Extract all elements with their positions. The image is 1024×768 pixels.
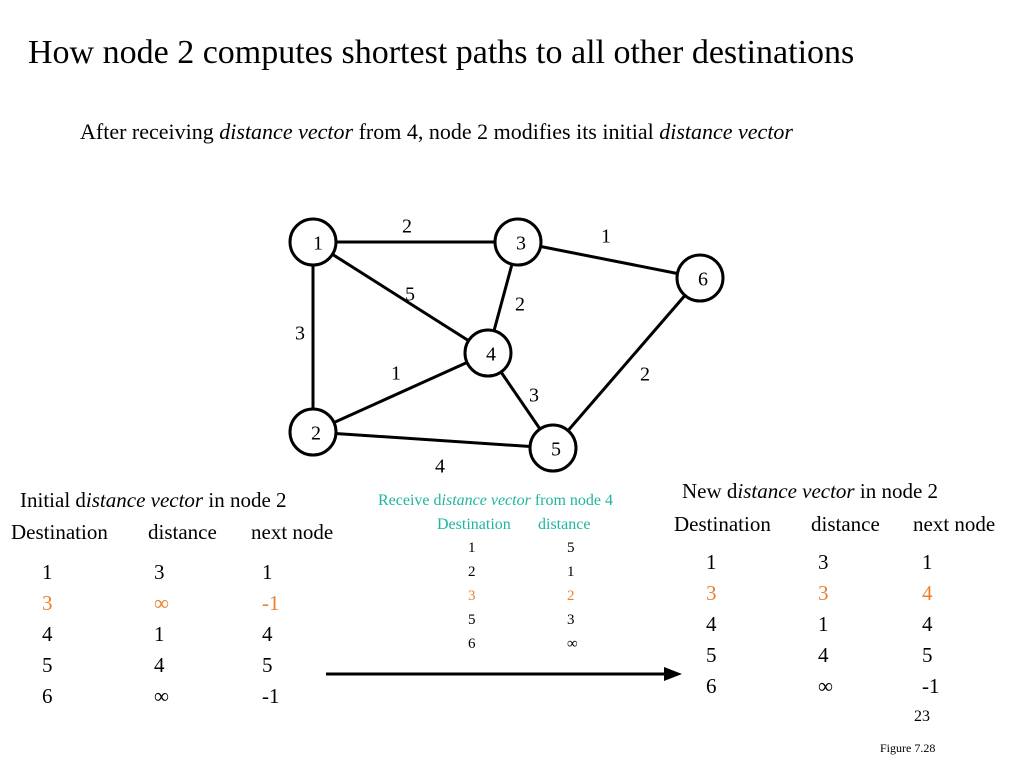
new-table-cell-dest: 4 xyxy=(706,612,717,636)
edge-1-4 xyxy=(312,240,489,355)
new-table-cell-dest: 6 xyxy=(706,674,717,698)
edge-weight-1-4: 5 xyxy=(405,284,415,306)
node-6-label: 6 xyxy=(698,269,708,291)
new-table-cell-dest: 3 xyxy=(706,581,717,605)
subtitle-middle: from 4, node 2 modifies its initial xyxy=(353,119,660,144)
initial-table-cell-dist: ∞ xyxy=(154,684,169,708)
received-title-emphasis: istance vector xyxy=(441,492,531,509)
node-5-label: 5 xyxy=(551,439,561,461)
initial-table-cell-next: -1 xyxy=(262,684,280,708)
new-title-emphasis: istance vector xyxy=(737,479,855,503)
initial-table-cell-dist: ∞ xyxy=(154,591,169,615)
edge-weight-1-3: 2 xyxy=(402,216,412,238)
subtitle-prefix: After receiving xyxy=(80,119,220,144)
new-table-title: New distance vector in node 2 xyxy=(682,479,938,504)
node-4-circle xyxy=(463,328,513,378)
received-table-cell-dest: 2 xyxy=(468,564,476,580)
figure-label: Figure 7.28 xyxy=(880,741,936,755)
initial-header-distance: distance xyxy=(148,520,217,544)
received-table-cell-dist: 2 xyxy=(567,588,575,604)
page-number: 23 xyxy=(914,708,930,725)
node-1-label: 1 xyxy=(313,233,323,255)
initial-title-prefix: Initial d xyxy=(20,488,86,512)
new-table-cell-next: -1 xyxy=(922,674,940,698)
edge-weight-2-5: 4 xyxy=(435,456,445,478)
new-table-cell-dest: 1 xyxy=(706,550,717,574)
initial-header-destination: Destination xyxy=(11,520,108,544)
edge-weight-3-4: 2 xyxy=(515,294,525,316)
received-table-cell-dist: ∞ xyxy=(567,636,578,652)
received-header-destination: Destination xyxy=(437,516,511,533)
received-title-prefix: Receive d xyxy=(378,492,442,509)
received-table-cell-dest: 1 xyxy=(468,540,476,556)
node-5-circle xyxy=(528,423,578,473)
new-table-cell-next: 4 xyxy=(922,581,933,605)
edge-weight-1-2: 3 xyxy=(295,323,305,345)
node-3-label: 3 xyxy=(516,233,526,255)
received-table-cell-dest: 5 xyxy=(468,612,476,628)
subtitle-emphasis-2: distance vector xyxy=(659,119,793,144)
edge-weight-5-6: 2 xyxy=(640,364,650,386)
initial-title-emphasis: istance vector xyxy=(85,488,204,512)
initial-table-cell-dest: 3 xyxy=(42,591,53,615)
initial-table-cell-next: 5 xyxy=(262,653,273,677)
node-6-circle xyxy=(675,253,725,303)
edge-5-6 xyxy=(551,277,702,449)
new-header-destination: Destination xyxy=(674,512,771,536)
node-4-label: 4 xyxy=(486,344,496,366)
new-table-cell-next: 5 xyxy=(922,643,933,667)
initial-table-cell-dest: 1 xyxy=(42,560,53,584)
initial-title-suffix: in node 2 xyxy=(203,488,287,512)
initial-header-next-node: next node xyxy=(251,520,334,544)
new-header-distance: distance xyxy=(811,512,880,536)
initial-table-cell-next: 4 xyxy=(262,622,273,646)
node-3-circle xyxy=(493,217,543,267)
received-title-suffix: from node 4 xyxy=(530,492,614,509)
initial-table-cell-dist: 3 xyxy=(154,560,165,584)
received-header-distance: distance xyxy=(538,516,591,533)
received-table-title: Receive distance vector from node 4 xyxy=(378,492,613,510)
initial-table-cell-dist: 1 xyxy=(154,622,165,646)
initial-table-title: Initial distance vector in node 2 xyxy=(20,488,287,513)
new-table-cell-dest: 5 xyxy=(706,643,717,667)
edge-weight-3-6: 1 xyxy=(601,226,611,248)
node-2-label: 2 xyxy=(311,423,321,445)
received-table-cell-dist: 1 xyxy=(567,564,575,580)
new-table-cell-dist: 3 xyxy=(818,581,829,605)
edge-weight-4-5: 3 xyxy=(529,385,539,407)
new-table-cell-dist: 4 xyxy=(818,643,829,667)
node-1-circle xyxy=(288,217,338,267)
initial-table-cell-dest: 5 xyxy=(42,653,53,677)
new-table-cell-dist: ∞ xyxy=(818,674,833,698)
new-title-suffix: in node 2 xyxy=(854,479,939,503)
new-table-cell-dist: 3 xyxy=(818,550,829,574)
slide-subtitle: After receiving distance vector from 4, … xyxy=(80,119,793,145)
subtitle-emphasis-1: distance vector xyxy=(219,119,354,144)
edge-3-6 xyxy=(517,240,701,280)
initial-table-cell-dest: 6 xyxy=(42,684,53,708)
received-table-cell-dest: 3 xyxy=(468,588,476,604)
new-table-cell-dist: 1 xyxy=(818,612,829,636)
received-table-cell-dist: 3 xyxy=(567,612,575,628)
initial-table-cell-next: 1 xyxy=(262,560,273,584)
received-table-cell-dest: 6 xyxy=(468,636,476,652)
initial-table-cell-next: -1 xyxy=(262,591,280,615)
edge-2-4 xyxy=(312,351,489,434)
edge-weight-2-4: 1 xyxy=(391,363,401,385)
edge-2-5 xyxy=(312,430,554,450)
transition-arrow-head xyxy=(664,667,682,681)
node-2-circle xyxy=(288,407,338,457)
new-title-prefix: New d xyxy=(682,479,738,503)
new-table-cell-next: 4 xyxy=(922,612,933,636)
slide-title: How node 2 computes shortest paths to al… xyxy=(28,34,855,71)
new-table-cell-next: 1 xyxy=(922,550,933,574)
new-header-next-node: next node xyxy=(913,512,996,536)
initial-table-cell-dest: 4 xyxy=(42,622,53,646)
initial-table-cell-dist: 4 xyxy=(154,653,165,677)
received-table-cell-dist: 5 xyxy=(567,540,575,556)
